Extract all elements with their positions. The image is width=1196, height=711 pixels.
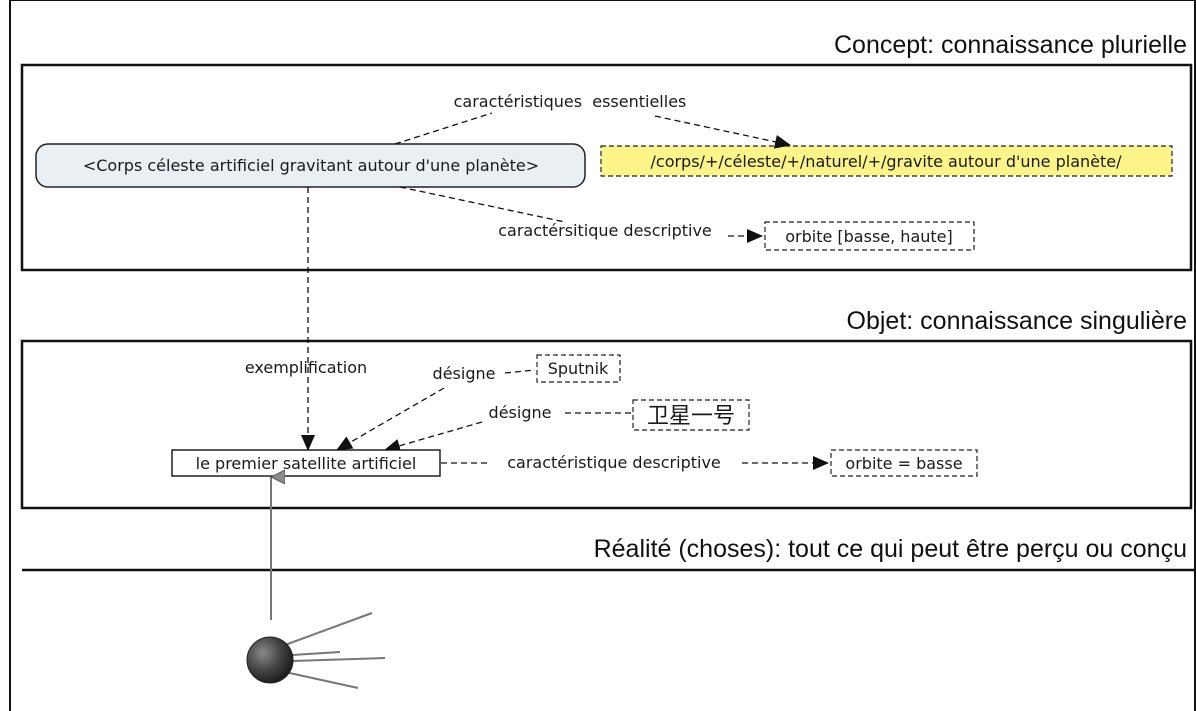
sputnik-node-box xyxy=(536,354,621,383)
edge-essential-label: caractéristiques essentielles xyxy=(454,92,687,111)
definition-node-label: /corps/+/céleste/+/naturel/+/gravite aut… xyxy=(651,152,1123,171)
concept-node-box xyxy=(35,143,586,188)
orbit-value-node-box xyxy=(830,449,978,477)
orbit-range-node-label: orbite [basse, haute] xyxy=(785,227,953,246)
concept-section-title: Concept: connaissance plurielle xyxy=(834,31,1187,59)
sputnik-node-label: Sputnik xyxy=(548,359,609,378)
edge-designates-2-line-b xyxy=(384,421,483,453)
edge-designates-1-label: désigne xyxy=(433,364,496,383)
objet-section-title: Objet: connaissance singulière xyxy=(847,307,1187,335)
edge-descriptive-concept-line-1 xyxy=(399,186,566,223)
edge-essential-line-1 xyxy=(394,112,493,145)
edge-descriptive-concept-label: caractérsitique descriptive xyxy=(498,221,712,240)
chinese-name-node-label: 卫星一号 xyxy=(647,404,735,429)
sputnik-satellite-icon xyxy=(246,612,386,689)
realite-section-title: Réalité (choses): tout ce qui peut être … xyxy=(594,535,1187,563)
edge-descriptive-object-label: caractéristique descriptive xyxy=(507,453,721,472)
definition-node-box xyxy=(600,145,1173,177)
outer-frame xyxy=(9,0,1196,711)
orbit-value-node-label: orbite = basse xyxy=(845,454,962,473)
edge-designates-1-line-b xyxy=(336,387,445,451)
concept-section-box xyxy=(20,63,1193,272)
object-node-label: le premier satellite artificiel xyxy=(196,454,417,473)
edge-essential-line-2 xyxy=(654,115,791,149)
object-node-box xyxy=(171,449,441,477)
edge-designates-1-line-a xyxy=(504,369,536,374)
edge-exemplification-label: exemplification xyxy=(245,358,367,377)
chinese-name-node-box xyxy=(632,399,750,431)
concept-node-label: <Corps céleste artificiel gravitant auto… xyxy=(83,156,539,175)
edge-designates-2-label: désigne xyxy=(489,403,552,422)
orbit-range-node-box xyxy=(764,221,975,251)
objet-section-box xyxy=(20,339,1193,510)
